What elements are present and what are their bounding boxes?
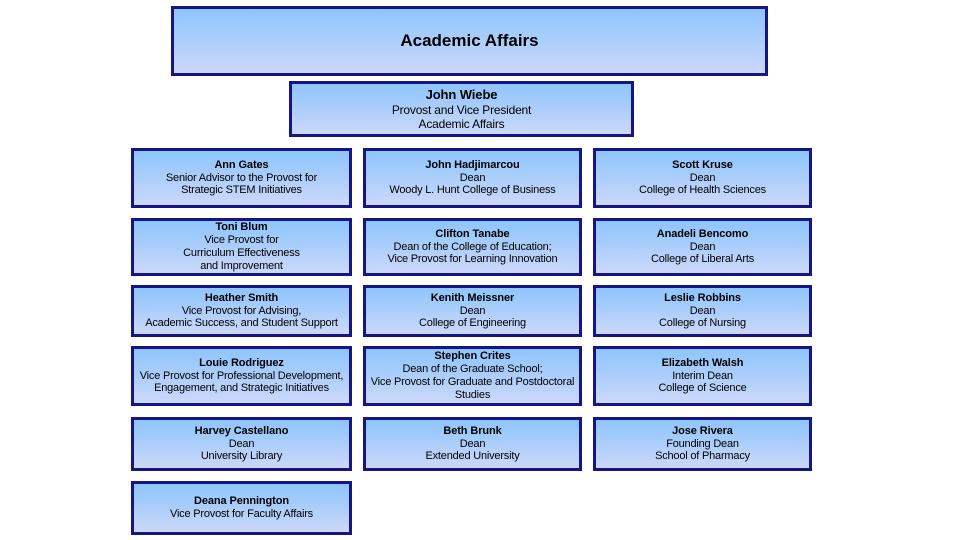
org-node-beth-brunk[interactable]: Beth Brunk Dean Extended University [363, 417, 582, 471]
org-node-role-line: Senior Advisor to the Provost for [165, 171, 318, 184]
org-node-elizabeth-walsh[interactable]: Elizabeth Walsh Interim Dean College of … [593, 346, 812, 406]
org-node-role-line: Dean [228, 437, 255, 450]
org-node-role-line: Studies [454, 388, 491, 401]
org-node-role-line: Vice Provost for Advising, [181, 304, 302, 317]
org-node-name: Harvey Castellano [194, 424, 289, 437]
org-node-name: Kenith Meissner [430, 291, 515, 304]
org-node-role-line: Provost and Vice President [391, 103, 532, 117]
org-node-stephen-crites[interactable]: Stephen Crites Dean of the Graduate Scho… [363, 346, 582, 406]
org-node-ann-gates[interactable]: Ann Gates Senior Advisor to the Provost … [131, 148, 352, 208]
org-node-title: Academic Affairs [400, 30, 539, 50]
org-node-leslie-robbins[interactable]: Leslie Robbins Dean College of Nursing [593, 285, 812, 337]
org-node-role-line: and Improvement [200, 259, 283, 272]
org-node-role-line: Vice Provost for Learning Innovation [387, 253, 558, 266]
org-node-role-line: Dean of the Graduate School; [402, 363, 543, 376]
org-node-louie-rodriguez[interactable]: Louie Rodriguez Vice Provost for Profess… [131, 346, 352, 406]
org-node-jose-rivera[interactable]: Jose Rivera Founding Dean School of Phar… [593, 417, 812, 471]
org-node-name: Stephen Crites [434, 350, 511, 363]
org-node-role-line: Academic Success, and Student Support [145, 317, 338, 330]
org-node-role-line: Strategic STEM Initiatives [181, 184, 302, 197]
org-node-name: Jose Rivera [672, 424, 733, 437]
org-node-name: John Hadjimarcou [425, 158, 520, 171]
org-node-name: Elizabeth Walsh [661, 356, 744, 369]
org-node-clifton-tanabe[interactable]: Clifton Tanabe Dean of the College of Ed… [363, 218, 582, 276]
org-node-role-line: College of Engineering [419, 317, 526, 330]
org-node-role-line: Dean of the College of Education; [393, 240, 552, 253]
org-node-role-line: Academic Affairs [418, 117, 505, 132]
org-node-role-line: Dean [459, 437, 486, 450]
org-node-name: Toni Blum [215, 221, 268, 234]
org-node-harvey-castellano[interactable]: Harvey Castellano Dean University Librar… [131, 417, 352, 471]
org-node-john-wiebe[interactable]: John Wiebe Provost and Vice President Ac… [289, 81, 634, 137]
org-node-role-line: Dean [689, 240, 716, 253]
org-node-role-line: Dean [459, 171, 486, 184]
org-node-name: Ann Gates [214, 158, 269, 171]
org-node-role-line: Vice Provost for Faculty Affairs [170, 508, 313, 520]
org-node-name: Clifton Tanabe [435, 227, 510, 240]
org-node-role-line: Engagement, and Strategic Initiatives [154, 382, 329, 395]
org-node-academic-affairs[interactable]: Academic Affairs [171, 6, 768, 76]
org-node-role-line: Dean [459, 304, 486, 317]
org-node-role-line: Vice Provost for [204, 234, 279, 247]
org-node-role-line: School of Pharmacy [655, 450, 750, 463]
org-node-name: Louie Rodriguez [199, 356, 284, 369]
org-node-role-line: Vice Provost for Professional Developmen… [139, 369, 344, 382]
org-node-role-line: Dean [689, 171, 716, 184]
org-node-role-line: College of Nursing [659, 317, 746, 330]
org-node-role-line: Extended University [425, 450, 520, 463]
org-node-role-line: Woody L. Hunt College of Business [389, 184, 556, 197]
org-node-john-hadjimarcou[interactable]: John Hadjimarcou Dean Woody L. Hunt Coll… [363, 148, 582, 208]
org-node-name: Leslie Robbins [664, 291, 741, 304]
org-node-name: Scott Kruse [672, 158, 733, 171]
org-node-role-line: Dean [689, 304, 716, 317]
org-node-deana-pennington[interactable]: Deana Pennington Vice Provost for Facult… [131, 481, 352, 535]
org-node-role-line: Interim Dean [672, 369, 733, 382]
org-node-role-line: Founding Dean [666, 437, 739, 450]
org-node-scott-kruse[interactable]: Scott Kruse Dean College of Health Scien… [593, 148, 812, 208]
org-node-role-line: Curriculum Effectiveness [183, 247, 300, 259]
org-node-name: Deana Pennington [194, 495, 289, 508]
org-node-anadeli-bencomo[interactable]: Anadeli Bencomo Dean College of Liberal … [593, 218, 812, 276]
org-node-toni-blum[interactable]: Toni Blum Vice Provost for Curriculum Ef… [131, 218, 352, 276]
org-node-name: Anadeli Bencomo [656, 227, 749, 240]
org-node-name: Beth Brunk [443, 424, 502, 437]
org-node-heather-smith[interactable]: Heather Smith Vice Provost for Advising,… [131, 285, 352, 337]
org-node-name: John Wiebe [425, 86, 498, 102]
org-node-role-line: College of Science [658, 382, 747, 395]
org-node-name: Heather Smith [204, 291, 279, 304]
org-node-kenith-meissner[interactable]: Kenith Meissner Dean College of Engineer… [363, 285, 582, 337]
org-node-role-line: University Library [200, 450, 283, 463]
org-node-role-line: College of Liberal Arts [650, 253, 754, 266]
org-node-role-line: College of Health Sciences [639, 184, 766, 197]
org-node-role-line: Vice Provost for Graduate and Postdoctor… [370, 376, 575, 388]
